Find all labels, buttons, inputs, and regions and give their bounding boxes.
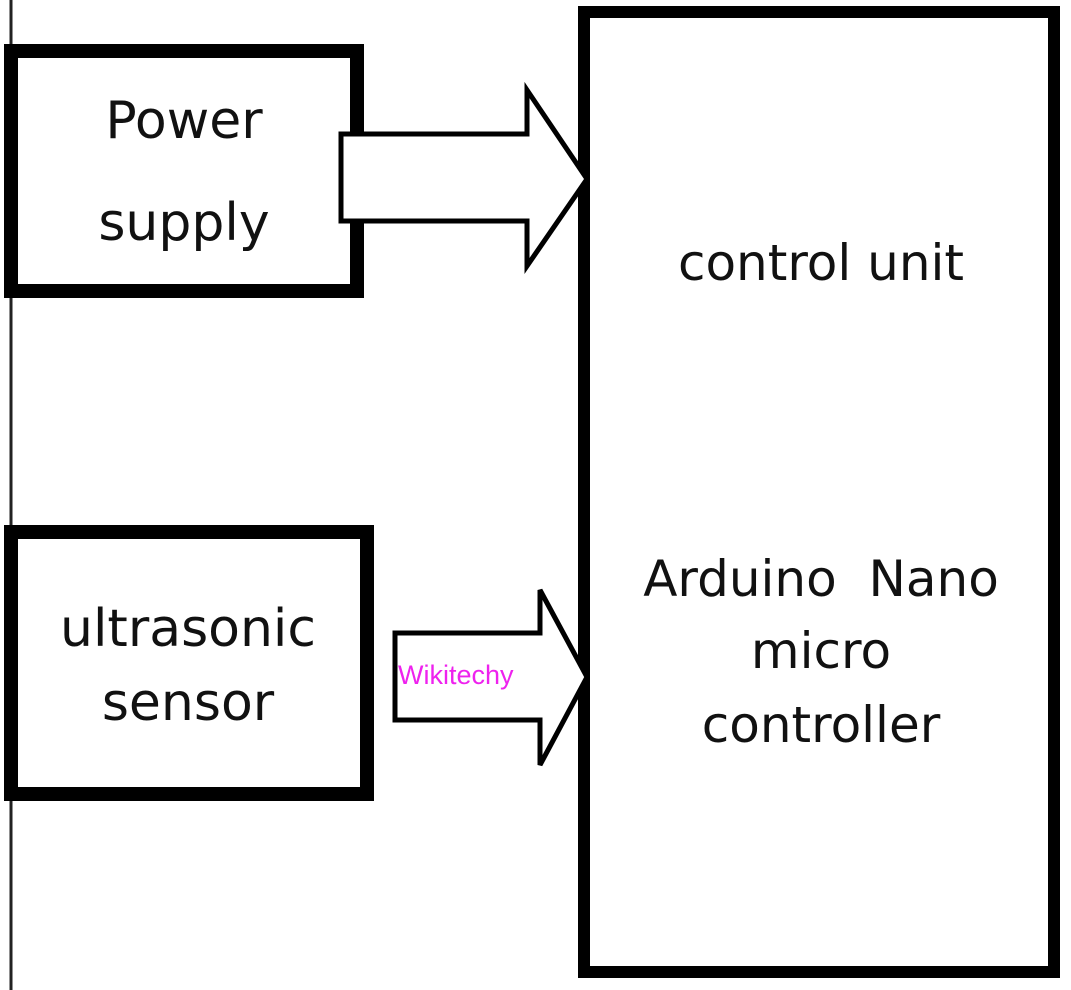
power-supply-label-line2: supply	[98, 193, 269, 253]
controller-label-line2: micro	[751, 622, 891, 680]
watermark-text: Wikitechy	[398, 660, 514, 690]
control-unit-title: control unit	[678, 234, 964, 292]
ultrasonic-sensor-block: ultrasonic sensor	[4, 525, 374, 801]
arrow-sensor-to-controller	[392, 588, 590, 767]
ultrasonic-sensor-label-line1: ultrasonic	[60, 599, 316, 659]
controller-label-line1: Arduino Nano	[643, 550, 999, 608]
controller-label-line3: controller	[702, 696, 941, 754]
power-supply-box	[4, 44, 364, 298]
arrow-power-to-controller	[338, 81, 591, 275]
controller-block: control unit Arduino Nano micro controll…	[578, 6, 1060, 978]
power-supply-label-line1: Power	[105, 91, 263, 151]
ultrasonic-sensor-box	[4, 525, 374, 801]
ultrasonic-sensor-label-line2: sensor	[102, 673, 275, 733]
power-supply-block: Power supply	[4, 44, 364, 298]
controller-box	[578, 6, 1060, 978]
